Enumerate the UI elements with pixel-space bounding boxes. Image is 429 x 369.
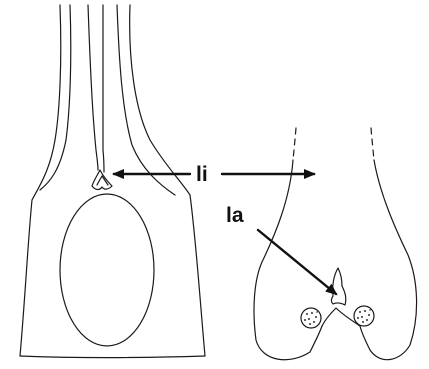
left-stalk-line-2 <box>88 5 98 170</box>
left-structure <box>20 5 205 358</box>
left-bottom-edge <box>20 356 205 358</box>
right-lobe-left-outline <box>254 160 322 360</box>
right-gland-left <box>301 308 321 328</box>
left-stalk-line-1 <box>40 5 71 190</box>
la-arrow <box>258 230 336 294</box>
left-stalk-line-4 <box>117 5 175 195</box>
right-structure <box>254 128 417 360</box>
left-stalk-line-3 <box>103 5 104 172</box>
label-li: li <box>196 163 208 186</box>
right-gland-right <box>354 306 374 326</box>
right-la-structure <box>332 268 346 305</box>
right-lobe-right-outline <box>360 160 417 360</box>
right-lobe-left-dashed-top <box>293 128 296 160</box>
left-outer-outline <box>20 5 61 356</box>
label-la: la <box>226 204 244 227</box>
right-lobe-right-dashed-top <box>371 128 374 160</box>
left-outer-outline-right <box>130 5 205 356</box>
left-li-structure <box>92 170 112 190</box>
left-oval-body <box>60 194 154 346</box>
